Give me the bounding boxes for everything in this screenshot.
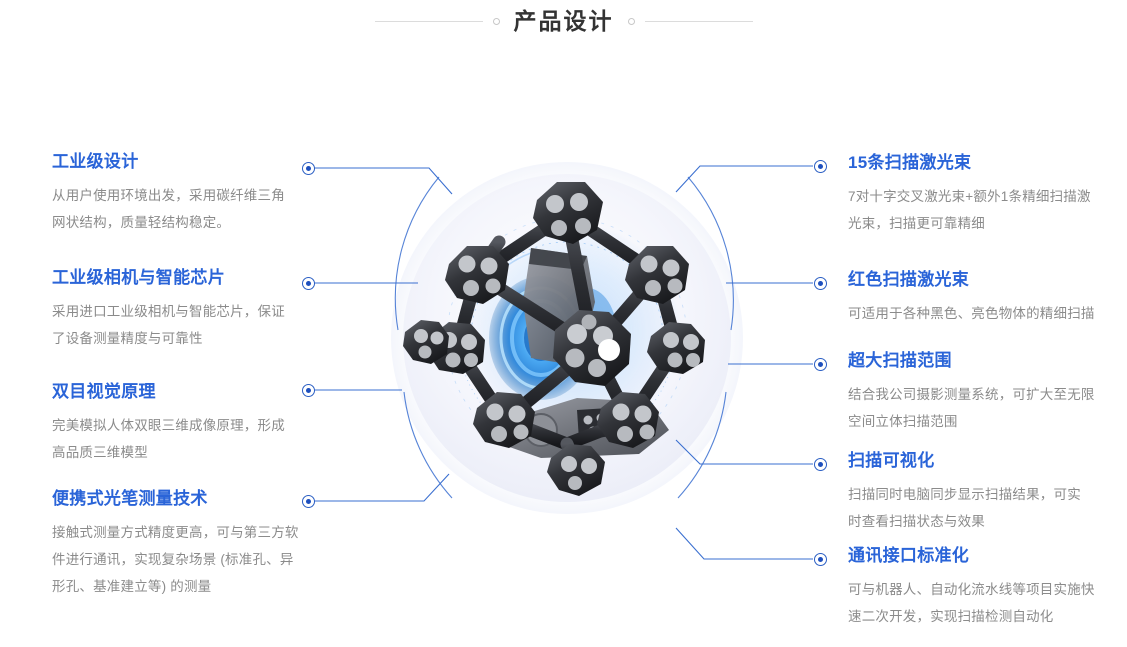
title-rule-right (644, 20, 753, 22)
feature-left-1-title: 工业级设计 (52, 152, 139, 171)
feature-left-3-title: 双目视觉原理 (52, 382, 156, 401)
feature-left-2-title: 工业级相机与智能芯片 (52, 268, 225, 287)
feature-left-2-desc: 采用进口工业级相机与智能芯片，保证了设备测量精度与可靠性 (52, 304, 285, 347)
feature-left-4: 便携式光笔测量技术 接触式测量方式精度更高，可与第三方软件进行通讯，实现复杂场景… (52, 489, 304, 600)
title-rule-left (374, 20, 483, 22)
feature-right-2-desc: 可适用于各种黑色、亮色物体的精细扫描 (848, 306, 1095, 322)
feature-right-1-desc: 7对十字交叉激光束+额外1条精细扫描激光束，扫描更可靠精细 (848, 189, 1091, 232)
connector-marker-right-4[interactable] (814, 458, 827, 471)
feature-left-4-desc: 接触式测量方式精度更高，可与第三方软件进行通讯，实现复杂场景 (标准孔、异形孔、… (52, 525, 299, 595)
connector-marker-left-4[interactable] (302, 495, 315, 508)
feature-right-1: 15条扫描激光束 7对十字交叉激光束+额外1条精细扫描激光束，扫描更可靠精细 (848, 153, 1096, 237)
feature-right-3: 超大扫描范围 结合我公司摄影测量系统，可扩大至无限空间立体扫描范围 (848, 351, 1096, 435)
feature-right-3-title: 超大扫描范围 (848, 351, 952, 370)
feature-right-3-desc: 结合我公司摄影测量系统，可扩大至无限空间立体扫描范围 (848, 387, 1095, 430)
feature-right-5-title: 通讯接口标准化 (848, 546, 970, 565)
feature-left-3-desc: 完美模拟人体双眼三维成像原理，形成高品质三维模型 (52, 418, 285, 461)
connector-marker-right-1[interactable] (814, 160, 827, 173)
connector-marker-left-2[interactable] (302, 277, 315, 290)
marker-nodes (403, 182, 705, 496)
feature-left-3: 双目视觉原理 完美模拟人体双眼三维成像原理，形成高品质三维模型 (52, 382, 297, 466)
title-dot-left-icon (492, 17, 500, 25)
feature-right-2-title: 红色扫描激光束 (848, 270, 970, 289)
feature-right-5-desc: 可与机器人、自动化流水线等项目实施快速二次开发，实现扫描检测自动化 (848, 582, 1095, 625)
scanner-device-illustration (381, 152, 753, 524)
connector-marker-left-1[interactable] (302, 162, 315, 175)
feature-right-4: 扫描可视化 扫描同时电脑同步显示扫描结果，可实时查看扫描状态与效果 (848, 451, 1093, 535)
page-header: 产品设计 (0, 0, 1127, 42)
feature-left-2: 工业级相机与智能芯片 采用进口工业级相机与智能芯片，保证了设备测量精度与可靠性 (52, 268, 297, 352)
feature-right-4-title: 扫描可视化 (848, 451, 935, 470)
connector-marker-right-3[interactable] (814, 358, 827, 371)
feature-left-1-desc: 从用户使用环境出发，采用碳纤维三角网状结构，质量轻结构稳定。 (52, 188, 285, 231)
feature-left-4-title: 便携式光笔测量技术 (52, 489, 208, 508)
feature-left-1: 工业级设计 从用户使用环境出发，采用碳纤维三角网状结构，质量轻结构稳定。 (52, 152, 297, 236)
title-dot-right-icon (627, 17, 635, 25)
connector-marker-right-5[interactable] (814, 553, 827, 566)
feature-right-2: 红色扫描激光束 可适用于各种黑色、亮色物体的精细扫描 (848, 270, 1103, 327)
connector-marker-left-3[interactable] (302, 384, 315, 397)
feature-right-4-desc: 扫描同时电脑同步显示扫描结果，可实时查看扫描状态与效果 (848, 487, 1081, 530)
connector-marker-right-2[interactable] (814, 277, 827, 290)
feature-right-5: 通讯接口标准化 可与机器人、自动化流水线等项目实施快速二次开发，实现扫描检测自动… (848, 546, 1096, 630)
feature-right-1-title: 15条扫描激光束 (848, 153, 972, 172)
scanner-frame-graphic (403, 182, 705, 496)
page-title: 产品设计 (513, 7, 614, 34)
